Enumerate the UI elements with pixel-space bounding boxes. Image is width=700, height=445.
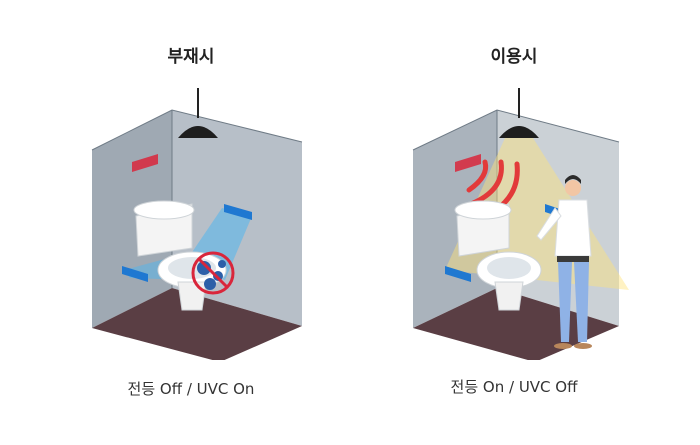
panel-right-title: 이용시 <box>490 47 538 67</box>
uv-lamp-icon <box>224 204 252 220</box>
person-icon <box>536 175 592 349</box>
scene-in-use <box>412 88 629 360</box>
sensor-icon <box>132 154 158 172</box>
prohibited-icon <box>191 251 235 295</box>
sensor-icon <box>455 154 481 172</box>
uv-lamp-icon <box>445 266 471 282</box>
uv-lamp-icon <box>122 266 148 282</box>
scene-absent <box>91 88 303 360</box>
panel-right-caption: 전등 On / UVC Off <box>450 378 578 396</box>
ceiling-lamp-icon <box>178 88 218 138</box>
floor <box>92 288 302 360</box>
panel-left-title: 부재시 <box>167 47 215 67</box>
panel-left-caption: 전등 Off / UVC On <box>127 380 255 398</box>
toilet-icon <box>454 200 542 311</box>
ceiling-lamp-icon <box>499 88 539 138</box>
